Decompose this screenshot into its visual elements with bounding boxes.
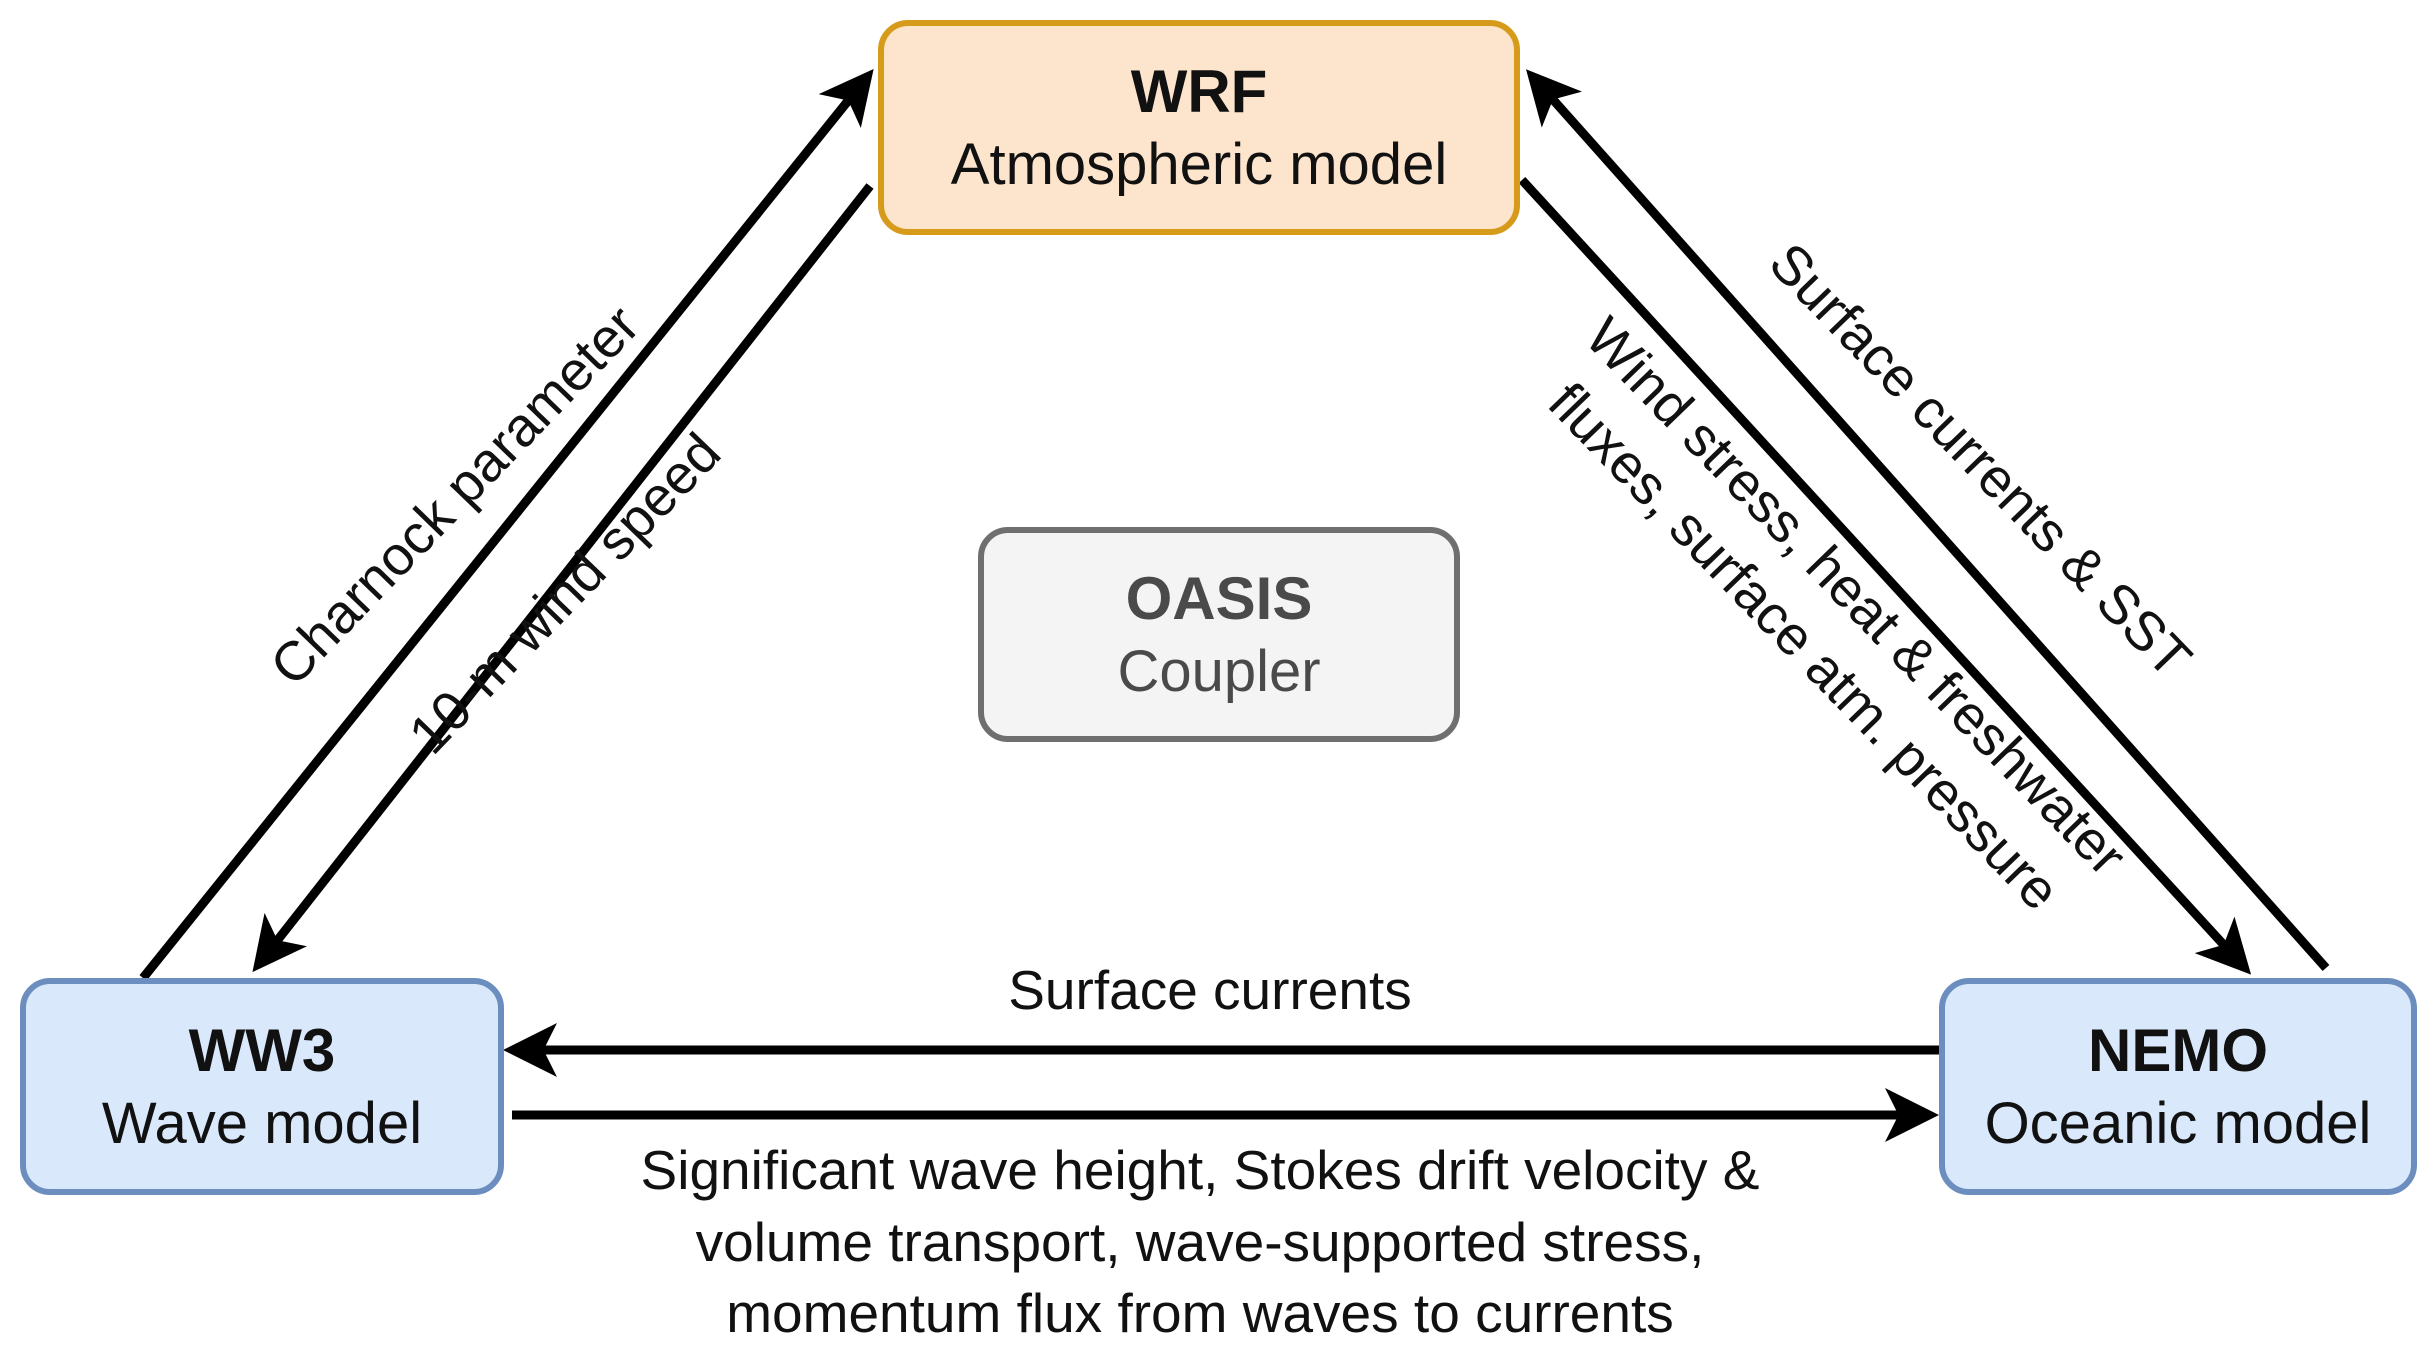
arrow-wrf-to-ww3	[252, 183, 874, 973]
surface-currents-label: Surface currents	[1008, 959, 1412, 1021]
wrf-subtitle: Atmospheric model	[950, 131, 1448, 197]
wave-to-ocean-label: Significant wave height, Stokes drift ve…	[500, 1135, 1900, 1350]
nemo-subtitle: Oceanic model	[1984, 1090, 2372, 1156]
ww3-subtitle: Wave model	[101, 1090, 423, 1156]
wrf-node: WRF Atmospheric model	[878, 20, 1520, 235]
oasis-title: OASIS	[1125, 564, 1313, 632]
ww3-title: WW3	[188, 1016, 336, 1084]
oasis-node: OASIS Coupler	[978, 527, 1460, 742]
arrow-nemo-to-wrf	[1526, 69, 2330, 971]
oasis-subtitle: Coupler	[1117, 638, 1321, 704]
wrf-title: WRF	[1130, 57, 1268, 125]
wave-to-ocean-label-line1: Significant wave height, Stokes drift ve…	[640, 1139, 1760, 1201]
ww3-node: WW3 Wave model	[20, 978, 504, 1195]
arrow-ww3-to-wrf	[139, 68, 874, 981]
nemo-node: NEMO Oceanic model	[1939, 978, 2417, 1195]
nemo-title: NEMO	[2088, 1016, 2268, 1084]
wave-to-ocean-label-line2: volume transport, wave-supported stress,	[695, 1210, 1705, 1273]
wave-to-ocean-label-line3: momentum flux from waves to currents	[726, 1282, 1674, 1344]
arrow-wrf-to-nemo	[1518, 176, 2252, 975]
